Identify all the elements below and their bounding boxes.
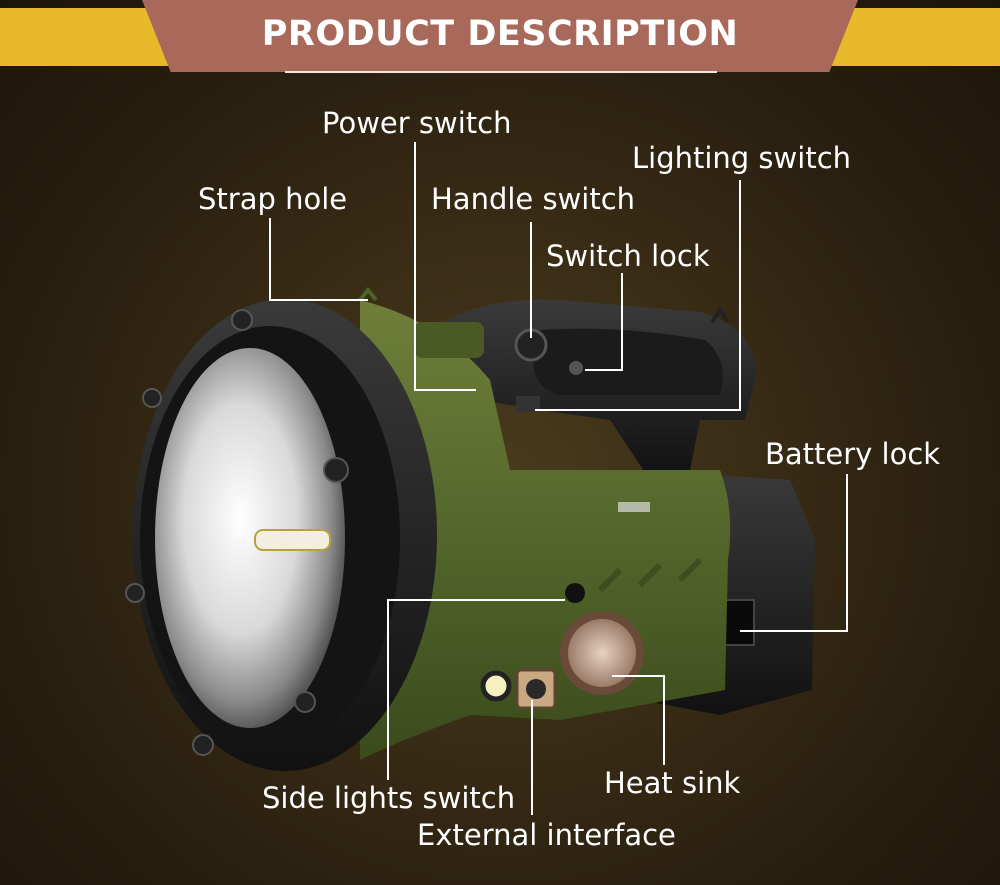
external-interface-label: External interface [417,818,676,852]
callout-lines [269,142,848,815]
title-banner [142,0,858,72]
page-title: PRODUCT DESCRIPTION [261,14,739,54]
switch-lock-knob [569,361,583,375]
side-light [480,670,512,702]
power-switch-trigger [516,396,540,412]
side-lights-switch-button [565,583,585,603]
banner-left-accent [0,8,170,66]
handle [430,299,756,480]
switch-lock-label: Switch lock [546,239,710,273]
heat-sink-mesh [568,619,636,687]
reflector-lens [155,348,345,728]
strap-hole-loop [358,286,378,302]
battery-lock-label: Battery lock [765,437,941,471]
lighting-switch-label: Lighting switch [632,141,852,175]
title-underline [285,71,717,73]
lighting-switch-line [535,180,741,411]
heat-sink-label: Heat sink [604,766,741,800]
battery-lock-line [740,474,848,632]
side-lights-switch-label: Side lights switch [262,781,516,815]
power-switch-label: Power switch [322,106,512,140]
strap-hole-line [269,218,368,301]
side-lights-switch-line [387,599,565,780]
switch-lock-line [585,273,623,371]
lamp-body [360,300,731,760]
front-bezel [125,286,437,771]
strap-hole-label: Strap hole [198,182,348,216]
power-switch-line [414,142,476,391]
battery-lock-latch [721,599,755,646]
vent-grille [414,322,484,358]
bulb [254,529,331,551]
heat-sink-line [612,675,665,765]
handle-switch-label: Handle switch [431,182,636,216]
banner-right-accent [830,8,1000,66]
